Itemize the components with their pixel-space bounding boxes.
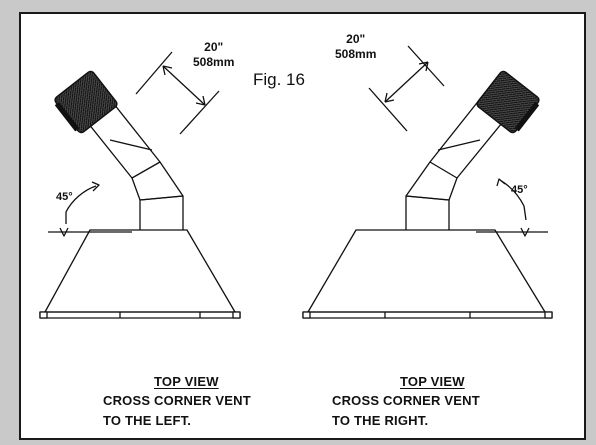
right-base-rail <box>302 311 553 319</box>
left-view-title: TOP VIEW <box>154 374 219 389</box>
left-caption-line2: TO THE LEFT. <box>103 413 192 428</box>
figure-label: Fig. 16 <box>253 70 305 89</box>
left-motor <box>54 70 118 134</box>
left-angle-label: 45° <box>56 191 73 203</box>
left-hood <box>44 229 236 313</box>
right-view-title: TOP VIEW <box>400 374 465 389</box>
right-dimension-mm: 508mm <box>335 47 377 61</box>
right-collar <box>405 195 450 230</box>
right-vent-assembly <box>302 45 553 319</box>
right-motor <box>476 70 540 134</box>
left-dimension-label: 20" 508mm <box>193 40 234 70</box>
right-dimension-label: 20" 508mm <box>335 32 376 62</box>
right-caption-line1: CROSS CORNER VENT <box>332 393 480 408</box>
right-caption-line2: TO THE RIGHT. <box>332 413 429 428</box>
left-dimension-line <box>162 65 206 106</box>
left-collar <box>139 195 184 230</box>
right-hood <box>307 229 546 313</box>
left-dimension-mm: 508mm <box>193 55 235 69</box>
left-caption-line1: CROSS CORNER VENT <box>103 393 251 408</box>
right-dimension-line <box>384 61 429 103</box>
left-vent-assembly <box>39 51 241 319</box>
left-elbow <box>131 161 184 201</box>
right-dimension-in: 20" <box>346 32 366 46</box>
left-dimension-in: 20" <box>204 40 224 54</box>
right-angle-label: 45° <box>511 184 528 196</box>
left-base-rail <box>39 311 241 319</box>
right-elbow <box>405 161 458 201</box>
